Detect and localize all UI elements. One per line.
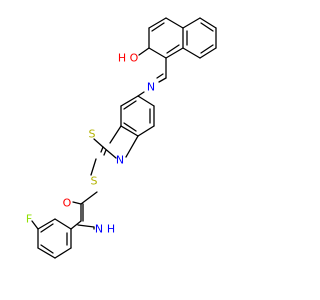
atom-label-nitrogen-imine: N — [147, 81, 155, 94]
atom-label-hydrogen-amide: H — [107, 223, 115, 236]
atom-label-hydrogen-hydroxyl: H — [118, 52, 126, 65]
atom-label-nitrogen-ring: N — [116, 154, 124, 167]
atom-label-oxygen-carbonyl: O — [63, 197, 72, 210]
atom-label-nitrogen-amide: N — [95, 223, 103, 236]
atom-label-sulfur-thioether: S — [91, 175, 98, 188]
bond-lines — [31, 17, 217, 259]
atom-label-sulfur-ring: S — [89, 128, 96, 141]
atom-label-oxygen-hydroxyl: O — [130, 52, 139, 65]
atom-label-fluorine: F — [26, 213, 32, 226]
